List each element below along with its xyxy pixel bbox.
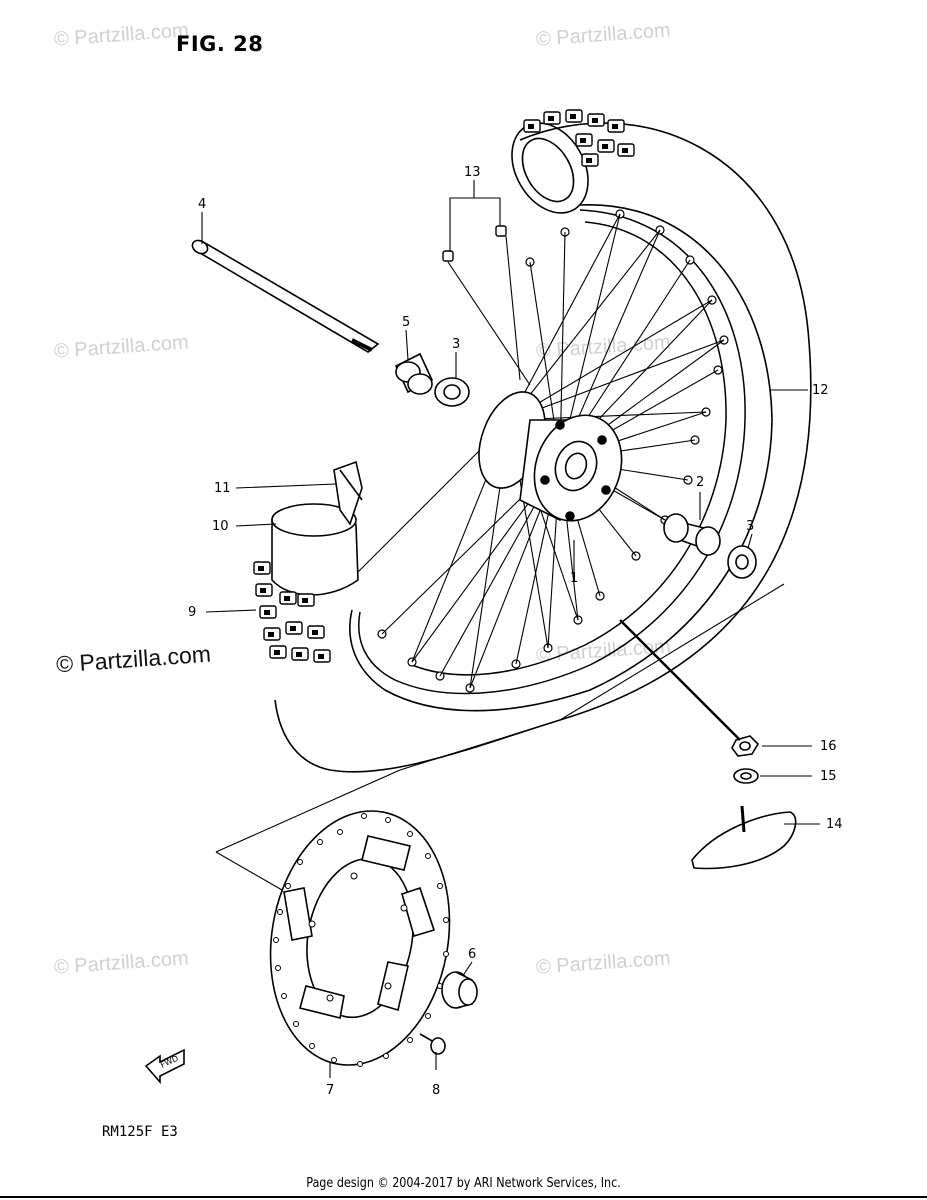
washer <box>733 768 759 784</box>
callout-3: 3 <box>746 519 754 534</box>
callout-11: 11 <box>214 481 231 496</box>
bearing-left <box>434 377 470 407</box>
callout-15: 15 <box>820 769 837 784</box>
nut <box>731 735 760 757</box>
tire-section-left <box>271 460 363 596</box>
callout-14: 14 <box>826 817 843 832</box>
rim-lock <box>691 805 797 870</box>
callout-7: 7 <box>326 1083 334 1098</box>
hub <box>478 391 623 522</box>
leader-lines <box>201 180 820 1078</box>
disc-collar <box>441 971 478 1009</box>
disc-bolt <box>419 1033 446 1055</box>
callout-13: 13 <box>464 165 481 180</box>
callout-16: 16 <box>820 739 837 754</box>
bearing-right <box>727 545 757 579</box>
brake-disc <box>269 810 451 1066</box>
callout-8: 8 <box>432 1083 440 1098</box>
right-spacer <box>663 513 721 556</box>
tire <box>274 122 812 773</box>
callout-5: 5 <box>402 315 410 330</box>
callout-4: 4 <box>198 197 206 212</box>
forward-arrow-icon <box>144 1048 185 1085</box>
footer-copyright: Page design © 2004-2017 by ARI Network S… <box>306 1176 621 1191</box>
disc-holes <box>273 813 449 1067</box>
spoke-heads <box>442 225 507 262</box>
callout-2: 2 <box>696 475 704 490</box>
spacer <box>394 352 434 395</box>
callout-numbers: 1 2 3 3 4 5 6 7 8 9 10 11 12 13 14 15 16 <box>188 165 843 1098</box>
callout-1: 1 <box>570 571 578 586</box>
callout-6: 6 <box>468 947 476 962</box>
axle <box>191 239 380 353</box>
callout-9: 9 <box>188 605 196 620</box>
footer-divider <box>0 1196 927 1198</box>
callout-12: 12 <box>812 383 829 398</box>
callout-10: 10 <box>212 519 229 534</box>
figure-title: FIG. 28 <box>176 32 264 56</box>
callout-3: 3 <box>452 337 460 352</box>
model-code: RM125F E3 <box>102 1124 178 1140</box>
